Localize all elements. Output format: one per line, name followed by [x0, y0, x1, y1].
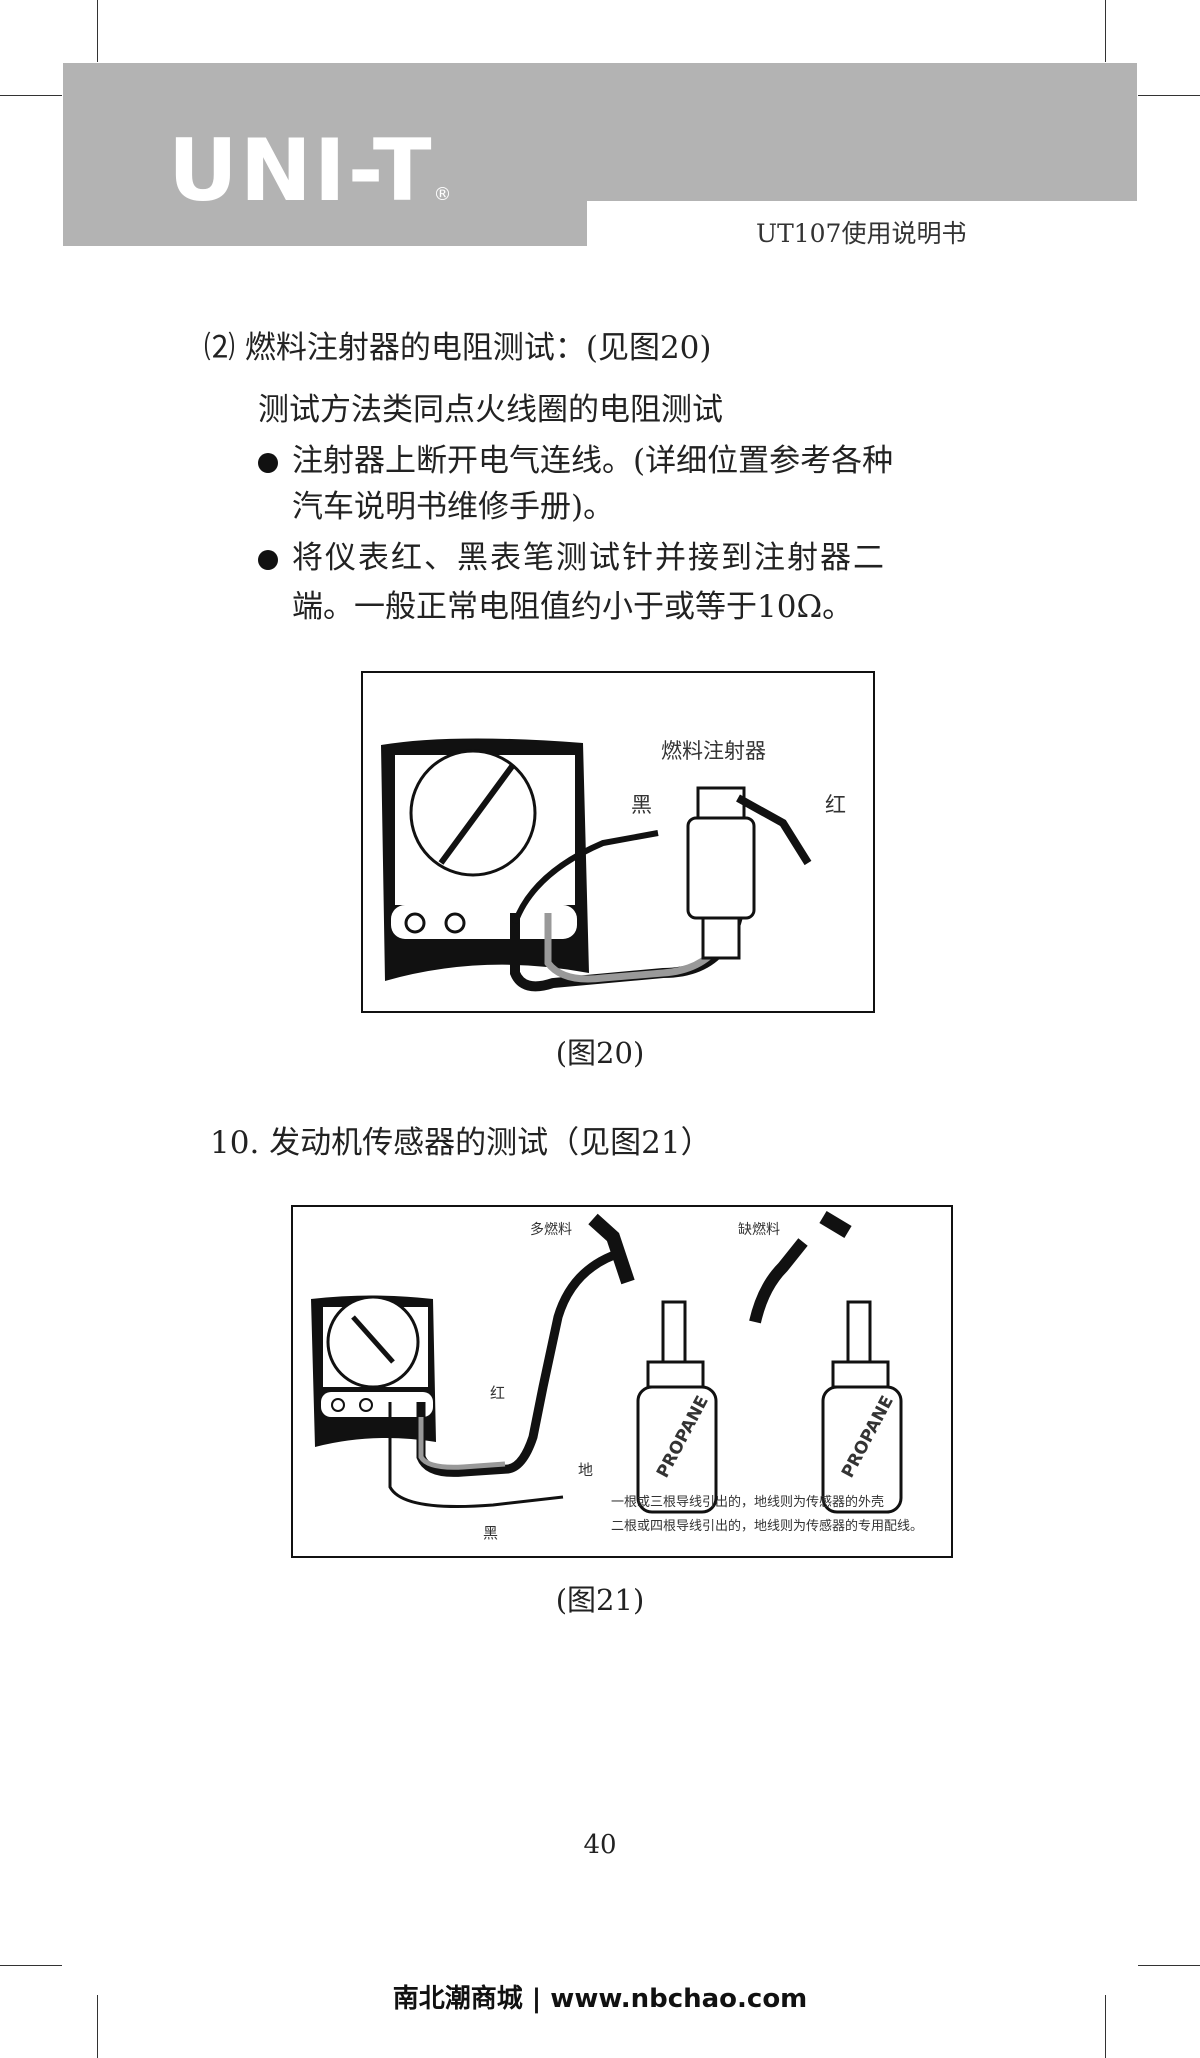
- crop-mark: [1105, 0, 1106, 62]
- brand-logo: UNI-T®: [168, 121, 454, 221]
- section-heading: 10. 发动机传感器的测试（见图21）: [210, 1125, 712, 1161]
- bullet-text: 汽车说明书维修手册)。: [292, 489, 615, 525]
- footer-source: 南北潮商城 | www.nbchao.com: [392, 1984, 808, 2014]
- bullet-text: 注射器上断开电气连线。(详细位置参考各种: [292, 443, 894, 479]
- figure-20: 燃料注射器 黑 红: [361, 671, 875, 1013]
- crop-mark: [97, 0, 98, 62]
- bullet-icon: [258, 550, 278, 570]
- figure-20-caption: (图20): [555, 1036, 645, 1070]
- label-black-lead: 黑: [631, 793, 652, 817]
- crop-mark: [1138, 1965, 1200, 1966]
- document-title: UT107使用说明书: [756, 219, 967, 248]
- paragraph: 测试方法类同点火线圈的电阻测试: [258, 392, 723, 428]
- label-lean-fuel: 缺燃料: [738, 1222, 780, 1238]
- sensor-test-illustration: [311, 1210, 903, 1514]
- label-injector: 燃料注射器: [661, 739, 766, 763]
- figure-21: PROPANE PROPANE 多燃料 缺燃料 红 地 黑 一根或三根导线引出的…: [291, 1205, 953, 1558]
- crop-mark: [1105, 1995, 1106, 2058]
- ground-note: 一根或三根导线引出的，地线则为传感器的外壳: [611, 1495, 885, 1510]
- bullet-text: 端。一般正常电阻值约小于或等于10Ω。: [292, 589, 854, 625]
- crop-mark: [0, 1965, 62, 1966]
- multimeter-injector-illustration: [381, 738, 812, 992]
- crop-mark: [1138, 95, 1200, 96]
- header-band-logo-block: [63, 201, 587, 246]
- crop-mark: [0, 95, 62, 96]
- figure-21-caption: (图21): [555, 1583, 645, 1617]
- label-ground: 地: [578, 1461, 594, 1479]
- label-black-lead: 黑: [483, 1524, 499, 1542]
- bullet-text: 将仪表红、黑表笔测试针并接到注射器二: [292, 540, 886, 576]
- bullet-icon: [258, 453, 278, 473]
- section-heading: ⑵ 燃料注射器的电阻测试：(见图20): [204, 330, 712, 366]
- label-rich-fuel: 多燃料: [530, 1222, 572, 1238]
- header-band: [63, 63, 1137, 201]
- ground-note: 二根或四根导线引出的，地线则为传感器的专用配线。: [611, 1519, 924, 1534]
- label-red-lead: 红: [490, 1384, 506, 1402]
- label-red-lead: 红: [825, 793, 846, 817]
- page-number: 40: [583, 1830, 617, 1860]
- crop-mark: [97, 1995, 98, 2058]
